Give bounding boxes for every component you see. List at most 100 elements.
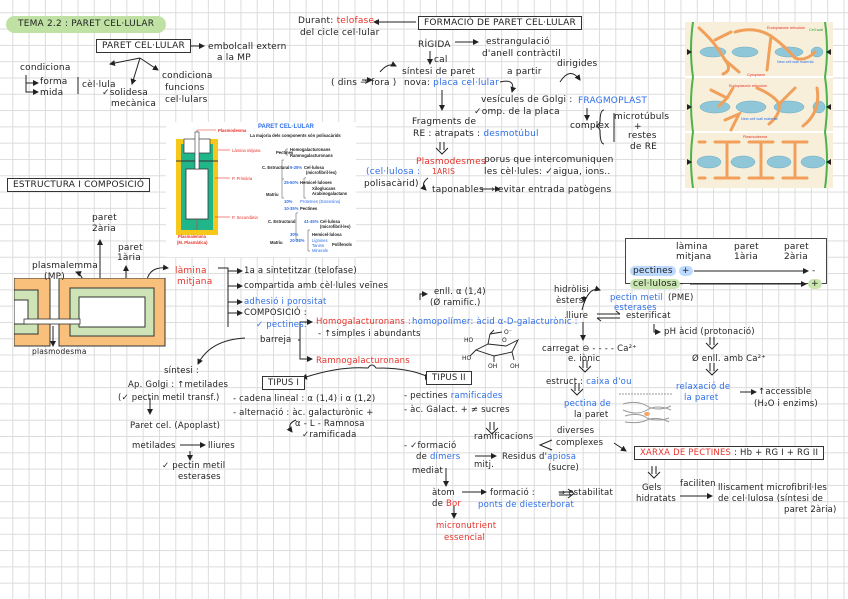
atom-label: àtom	[432, 488, 455, 498]
lamina-item-1: 1a a sintetitzar (telofase)	[244, 266, 357, 276]
xarxa-result-3: paret 2ària)	[784, 505, 837, 515]
scheme-subtitle: La majoria dels components són polisacàr…	[250, 133, 341, 138]
scheme-prot: Proteïnes (Extensina)	[300, 199, 341, 204]
tipus1-box: TIPUS I	[262, 376, 306, 390]
dirigides-label: dirigides	[557, 59, 598, 69]
er-label-1: Endoplasmic reticulum	[767, 26, 806, 30]
cicle-label: del cicle cel·lular	[300, 28, 380, 38]
pme-esterases-label: esterases	[614, 303, 657, 313]
tipus2-box: TIPUS II	[426, 371, 472, 385]
table-row-cellulosa: cel·lulosa-	[630, 279, 684, 289]
funcions-line2: funcions	[165, 83, 205, 93]
faciliten-label: faciliten	[680, 479, 716, 489]
xarxa-result-1: lliscament microfibril·les	[718, 483, 828, 493]
homogal-label: Homogalacturonans :	[316, 317, 411, 327]
scheme-pct6: 30%	[290, 232, 299, 237]
lamina-label-1: làmina	[175, 266, 207, 276]
col-header-paret1: paret 1ària	[734, 242, 759, 262]
vesicules-label: vesícules de Golgi :	[481, 95, 573, 105]
mida-label: mida	[40, 88, 64, 98]
scheme-primaria: P. Primària	[232, 176, 253, 181]
formacio-box: FORMACIÓ DE PARET CEL·LULAR	[418, 16, 582, 30]
placa-text: placa cel·lular	[433, 78, 499, 88]
re-label: RE : atrapats : desmotúbul	[413, 129, 539, 139]
apiosa-text: apiosa	[547, 452, 577, 462]
er-label-wall: Cell wall	[809, 28, 824, 32]
tipus2-line1: - pectines ramificades	[404, 391, 503, 401]
scheme-plasmalemma: Plasmalemma	[178, 234, 206, 239]
cal-label: cal	[434, 55, 448, 65]
ramno-label: Ramnogalacturonans	[316, 356, 410, 366]
xarxa-box: XARXA DE PECTINES : Hb + RG I + RG II	[634, 446, 825, 460]
row-start-cellulosa: -	[680, 279, 684, 289]
mitj-label: mitj.	[474, 460, 495, 470]
plasmodesma-label: plasmodesma	[32, 347, 87, 356]
scheme-pect2: Pectines	[300, 206, 318, 211]
scheme-cel2: Cel·lulosa	[320, 219, 341, 224]
omp-label: ✓omp. de la placa	[474, 107, 560, 117]
scheme-cestr1: C. Estructural	[262, 165, 290, 170]
plasmodesmes-label: Plasmodesmes	[416, 157, 486, 167]
row-end-pectines: -	[812, 266, 816, 276]
scheme-hemi1: Hemicel·luloses	[300, 180, 332, 185]
tipus2-ramificades: ramificades	[450, 391, 503, 401]
mediat-label: mediat	[412, 466, 444, 476]
ramificacions-label: ramificacions	[474, 432, 534, 442]
scheme-plasmodesma: Plasmodesma	[218, 128, 247, 133]
scheme-cestr2: C. Estructural	[268, 219, 296, 224]
table-row-pectines: pectines +	[630, 266, 693, 276]
sintesi-esterases-2: esterases	[178, 472, 221, 482]
de-bor-text: de	[432, 499, 444, 509]
col-header-paret2: paret 2ària	[784, 242, 809, 262]
sintesi-esterases-1: ✓ pectin metil	[162, 461, 226, 471]
paret2-label-1: paret	[92, 213, 117, 223]
scheme-lign: Lignines	[312, 238, 328, 243]
lamina-label-2: mitjana	[177, 277, 213, 287]
sintesi-paret: Paret cel. (Apoplast)	[130, 421, 221, 431]
estabilitat-label: ⇒ estabilitat	[558, 488, 613, 498]
pectines-label: ✓ pectines:	[256, 320, 307, 330]
gels-label-2: hidratats	[636, 494, 676, 504]
molecule-o: O	[502, 337, 507, 344]
paret1-label-1: paret	[118, 243, 143, 253]
scheme-tan: Tanins	[312, 243, 325, 248]
cell-wall-scheme-figure: Plasmodesma PARET CEL·LULAR La majoria d…	[166, 122, 356, 257]
composition-table: làmina mitjana paret 1ària paret 2ària p…	[625, 238, 827, 289]
er-label-cyto: Cytoplasm	[747, 73, 765, 77]
ph-label: pH àcid (protonació)	[664, 327, 755, 337]
xarxa-title: XARXA DE PECTINES	[640, 448, 732, 458]
sintesi-metilades: metilades	[132, 441, 176, 451]
scheme-xilo: Xiloglucans	[312, 186, 336, 191]
scheme-micro2: (microfibril·les)	[320, 224, 351, 229]
porus-label: porus que intercomuniquen	[484, 155, 614, 165]
row-label-pectines: pectines	[630, 266, 676, 276]
scheme-pct3: 10%	[284, 199, 293, 204]
lamina-item-4: COMPOSICIÓ :	[244, 308, 307, 318]
scheme-min: Minerals	[312, 248, 328, 253]
telofase-text: telofase	[336, 16, 375, 26]
scheme-title: PARET CEL·LULAR	[258, 124, 314, 130]
desmotubul-text: desmotúbul	[483, 129, 539, 139]
molecule-oh1: OH	[488, 363, 497, 368]
sucre-label: (sucre)	[548, 463, 580, 473]
noramif-label: (Ø ramific.)	[430, 298, 481, 308]
dimers-text: dímers	[429, 452, 461, 462]
h2o-label: (H₂O i enzims)	[754, 399, 818, 409]
definition-line1: embolcall extern	[208, 42, 287, 52]
residus-label: Residus d'apiosa	[502, 452, 576, 462]
forma-label: forma	[40, 77, 68, 87]
pme-label: pectin metil	[610, 293, 664, 303]
scheme-ramno: Ramnogalacturonans	[290, 153, 333, 158]
cellules-label: les cèl·lules: ✓aigua, ions..	[484, 167, 611, 177]
micronutrient-label-2: essencial	[444, 533, 486, 543]
cellula-label: cèl·lula	[82, 80, 116, 90]
scheme-arabino: Arabinogalactans	[312, 191, 348, 196]
title-highlight	[6, 16, 166, 33]
scheme-homo: Homogalacturonans	[290, 147, 331, 152]
tipus1-line3: α - L - Ramnosa	[295, 419, 365, 429]
rigida-label: RÍGIDA	[418, 40, 451, 50]
noenll-label: Ø enll. amb Ca²⁺	[692, 354, 766, 364]
residus-text: Residus d'	[502, 452, 548, 462]
molecule-ho2: HO	[462, 355, 472, 362]
col-header-lamina: làmina mitjana	[676, 242, 712, 262]
